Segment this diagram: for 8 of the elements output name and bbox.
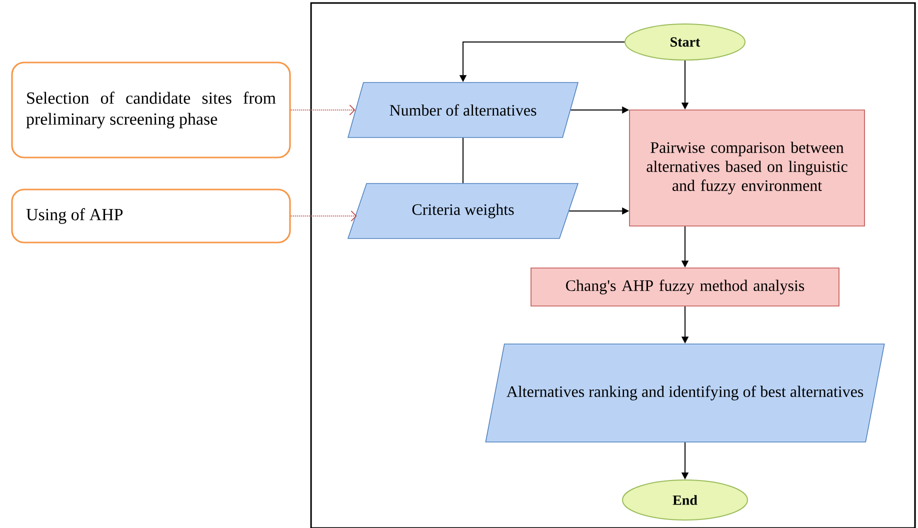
data-parallelogram: Alternatives ranking and identifying of best alternatives <box>485 344 885 442</box>
arrow <box>290 104 356 116</box>
process-box: Pairwise comparison between alternatives based on linguistic and fuzzy environment <box>629 110 865 226</box>
process-box: Chang's AHP fuzzy method analysis <box>530 268 840 306</box>
input-box: Using of AHP <box>11 188 291 244</box>
connector-line <box>462 137 464 184</box>
arrow <box>290 210 357 222</box>
input-box: Selection of candidate sites from preliminary screening phase <box>11 62 291 158</box>
